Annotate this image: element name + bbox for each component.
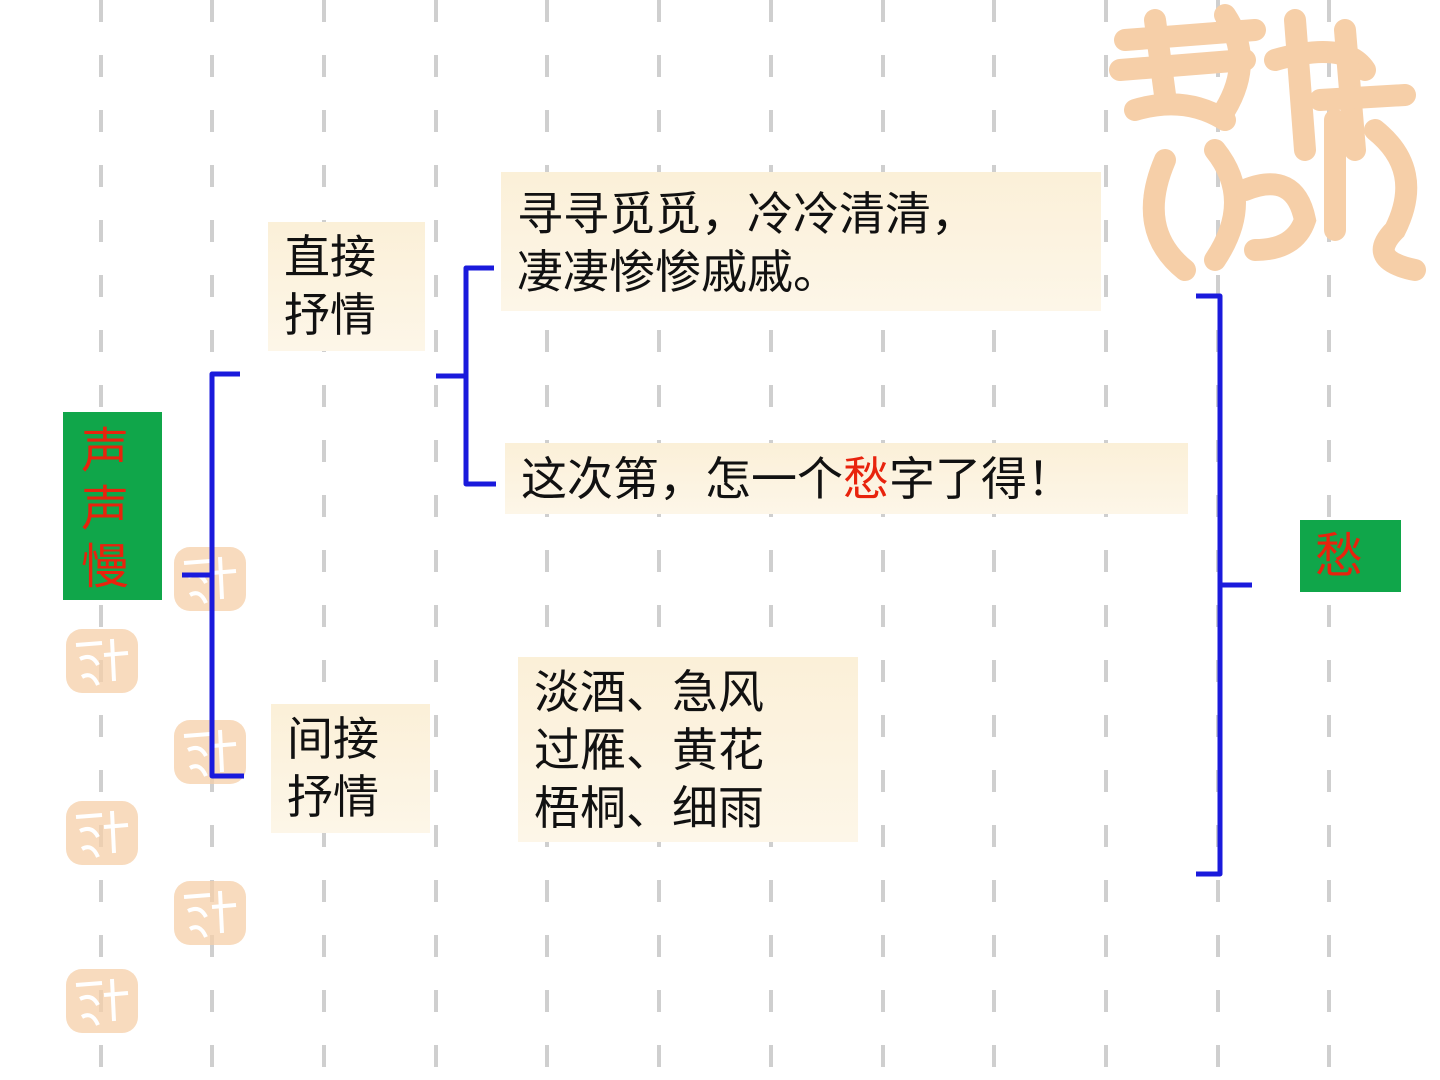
imagery-line: 过雁、黄花 xyxy=(534,723,764,777)
seal-watermark-icon xyxy=(174,547,246,611)
result-label: 愁 xyxy=(1315,528,1364,584)
root-node-shengshengman: 声 声 慢 xyxy=(63,412,162,600)
seal-watermark-icon xyxy=(66,801,138,865)
quote-box-2: 这次第，怎一个愁字了得！ xyxy=(505,443,1188,514)
quote-line: 这次第，怎一个愁字了得！ xyxy=(521,450,1188,508)
quote-line: 凄凄惨惨戚戚。 xyxy=(517,245,839,299)
root-char: 慢 xyxy=(81,539,130,595)
direct-lyricism-box: 直接 抒情 xyxy=(268,222,425,351)
quote-text-after: 字了得！ xyxy=(889,452,1073,506)
quote-text-before: 这次第，怎一个 xyxy=(521,452,843,506)
seal-watermark-icon xyxy=(174,720,246,784)
seal-watermark-icon xyxy=(174,881,246,945)
root-char: 声 xyxy=(81,423,130,479)
result-node-chou: 愁 xyxy=(1300,520,1401,592)
root-char: 声 xyxy=(81,481,130,537)
quote-line: 寻寻觅觅，冷冷清清， xyxy=(517,187,977,241)
highlight-chou: 愁 xyxy=(843,452,889,506)
seal-watermark-large-icon xyxy=(1109,4,1426,281)
seal-watermark-icon xyxy=(66,969,138,1033)
indirect-label-line: 间接 xyxy=(287,712,379,766)
imagery-line: 梧桐、细雨 xyxy=(534,781,764,835)
seal-watermark-icon xyxy=(66,629,138,693)
indirect-label-line: 抒情 xyxy=(287,770,379,824)
imagery-line: 淡酒、急风 xyxy=(534,665,764,719)
direct-label-line: 直接 xyxy=(284,230,376,284)
imagery-box: 淡酒、急风 过雁、黄花 梧桐、细雨 xyxy=(518,657,858,842)
quote-box-1: 寻寻觅觅，冷冷清清， 凄凄惨惨戚戚。 xyxy=(501,172,1101,311)
indirect-lyricism-box: 间接 抒情 xyxy=(271,704,430,833)
direct-label-line: 抒情 xyxy=(284,288,376,342)
